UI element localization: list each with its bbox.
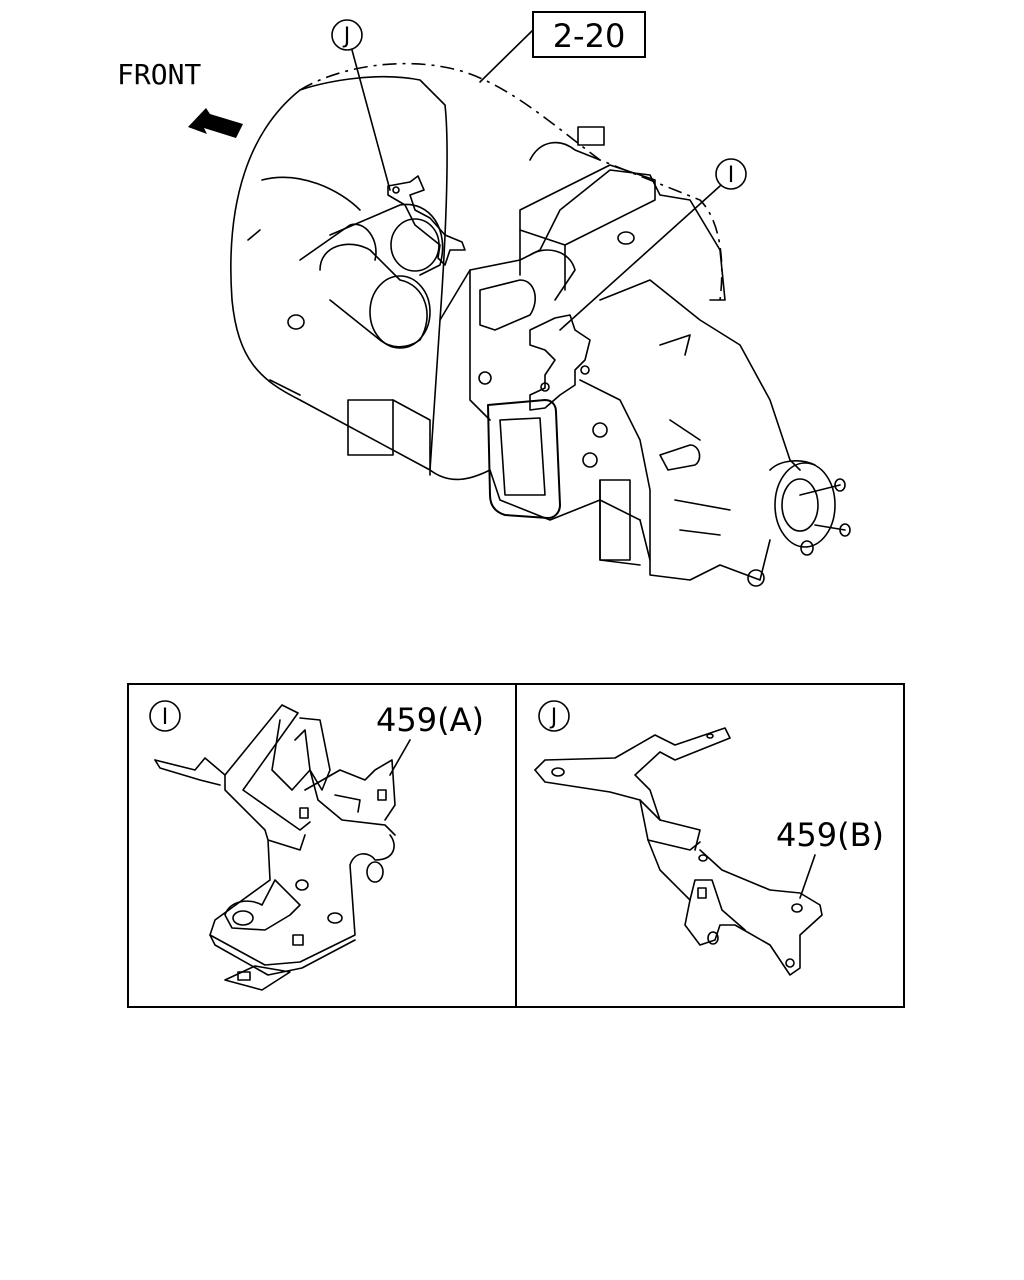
part-label-459b: 459(B) [776, 816, 884, 854]
callout-j-label: J [342, 24, 351, 49]
front-arrow-icon [188, 108, 243, 138]
reference-box: 2-20 [479, 11, 646, 83]
callout-j: J [331, 19, 391, 191]
detail-panel-i: I 459(A) [149, 700, 484, 991]
callout-i: I [559, 158, 747, 331]
panel-i-marker: I [162, 705, 169, 730]
part-label-459a: 459(A) [376, 701, 484, 739]
panel-j-marker: J [549, 705, 558, 730]
bracket-459a-drawing [154, 704, 396, 991]
front-label: FRONT [117, 58, 201, 91]
callout-i-label: I [728, 163, 735, 188]
detail-panel-j: J 459(B) [534, 700, 884, 976]
reference-number: 2-20 [553, 17, 626, 55]
bracket-j-location [387, 175, 466, 266]
bracket-i-location [529, 314, 591, 411]
bracket-459b-drawing [534, 727, 823, 976]
